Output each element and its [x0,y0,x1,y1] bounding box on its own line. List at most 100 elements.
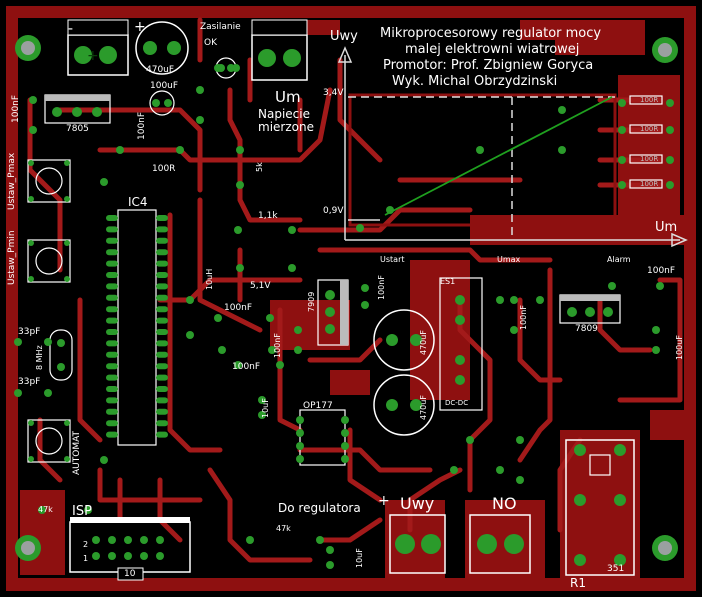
capacitor-470uf-a [373,309,435,371]
dc-dc-module [439,277,483,411]
ic4-pin [156,294,168,301]
pad [356,224,364,232]
pad [326,561,334,569]
pad [652,346,660,354]
pad [618,181,626,189]
label-no: NO [492,494,517,513]
isp-connector [69,517,191,581]
pad [326,546,334,554]
label-op177: OP177 [303,401,333,411]
val-47k-2: 47k [276,524,291,533]
val-100nf-left: 100nF [11,94,21,123]
label-umax: Umax [497,255,521,264]
ic4-pin [106,249,118,256]
pad [510,296,518,304]
label-ic4: IC4 [128,195,148,209]
ic4-pin [156,397,168,404]
ic4-pin [106,215,118,221]
pad [618,126,626,134]
pad [652,326,660,334]
button-pmax [27,159,71,203]
capacitor-470uf-top [135,21,189,75]
pad [558,106,566,114]
pad [234,361,242,369]
pad [186,296,194,304]
label-ustaw-pmin: Ustaw_Pmin [7,230,17,285]
ic4-microcontroller [117,209,157,446]
graph-v-high: 3,4V [323,88,344,98]
val-100r-1: 100R [640,96,659,104]
pad [29,126,37,134]
ic4-pin [106,329,118,335]
val-7805: 7805 [66,124,89,134]
pad [656,282,664,290]
pad [268,346,276,354]
ic4-pin [106,294,118,301]
pad [361,284,369,292]
pad [234,226,242,234]
pad [246,536,254,544]
pad [14,338,22,346]
val-470uf-b: 470uF [419,395,428,420]
graph-x-label: Um [655,220,678,235]
ic4-pin [156,272,168,278]
label-zasilanie: Zasilanie [200,22,241,32]
pad [618,156,626,164]
val-100nf-b: 100nF [232,362,261,372]
pad [44,338,52,346]
pad [156,552,164,560]
pad [266,314,274,322]
ic4-pin [106,351,118,358]
ic4-pin [156,363,168,370]
label-isp-pin2: 2 [83,540,89,549]
ic4-pin [106,363,118,370]
pad [84,506,92,514]
ic4-pin [156,431,168,438]
val-100nf-a: 100nF [224,303,253,313]
ic4-pin [106,317,118,324]
ic4-pin [156,226,168,233]
pad [666,99,674,107]
pad [176,146,184,154]
pad [288,264,296,272]
label-minus-top: - [68,21,74,37]
ic4-pin [156,408,168,415]
graph-frame [348,93,617,227]
ic4-pin [156,306,168,313]
val-100nf-c: 100nF [273,333,282,358]
pad [232,64,240,72]
pad [92,552,100,560]
val-10uf-1: 10uF [261,398,270,418]
label-dc-dc: DC-DC [445,399,469,407]
pad [516,476,524,484]
val-100r-2: 100R [640,125,659,133]
pad [214,314,222,322]
pad [108,536,116,544]
capacitor-100uf-top [149,90,175,116]
pad [236,181,244,189]
button-pmin [27,239,71,283]
mount-holes [15,35,678,561]
val-470uf-top: 470uF [146,65,175,75]
pads-layer [14,64,674,569]
pad [258,396,266,404]
pad [116,146,124,154]
label-do-regulatora: Do regulatora [278,501,361,515]
no-terminal [469,514,531,574]
pad [140,552,148,560]
val-33pf-2: 33pF [18,377,41,387]
pad [100,456,108,464]
ic4-pin [106,386,118,392]
capacitor-470uf-b [373,374,435,436]
uwy-terminal [389,514,446,574]
label-ok: OK [204,38,217,48]
button-automat [27,419,71,463]
pad [156,536,164,544]
ic4-pin [156,215,168,221]
graph-v-low: 0,9V [323,206,344,216]
pad [666,156,674,164]
ic4-pin [106,226,118,233]
ic4-pin [156,340,168,347]
val-7909: 7909 [307,291,316,312]
relay-r1 [565,439,635,576]
